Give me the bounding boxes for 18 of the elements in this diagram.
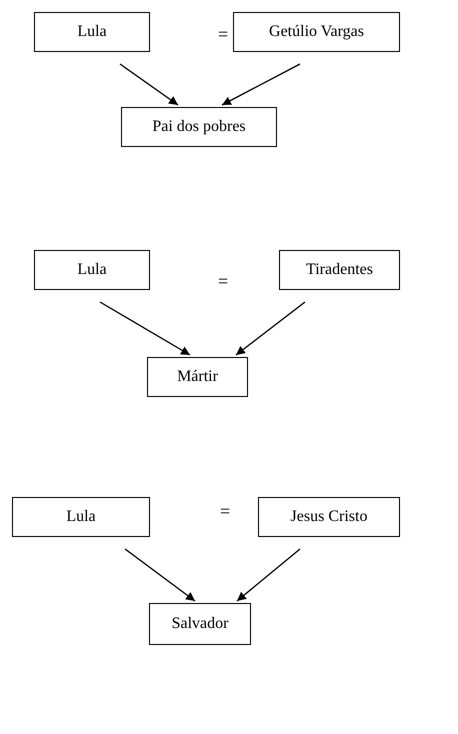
arrow <box>100 301 190 356</box>
equals-sign: = <box>218 272 228 290</box>
arrow <box>120 63 178 106</box>
arrow <box>222 63 300 106</box>
text-box: Lula <box>34 12 150 52</box>
text-box: Lula <box>34 250 150 290</box>
text-box: Getúlio Vargas <box>233 12 400 52</box>
text-box: Salvador <box>149 603 251 645</box>
arrow <box>124 548 196 602</box>
text-box: Jesus Cristo <box>258 497 400 537</box>
equals-sign: = <box>218 25 228 43</box>
text-box: Lula <box>12 497 150 537</box>
arrow <box>236 548 300 602</box>
arrow <box>236 301 306 356</box>
equals-sign: = <box>220 502 230 520</box>
text-box: Mártir <box>147 357 248 397</box>
text-box: Tiradentes <box>279 250 400 290</box>
text-box: Pai dos pobres <box>121 107 277 147</box>
